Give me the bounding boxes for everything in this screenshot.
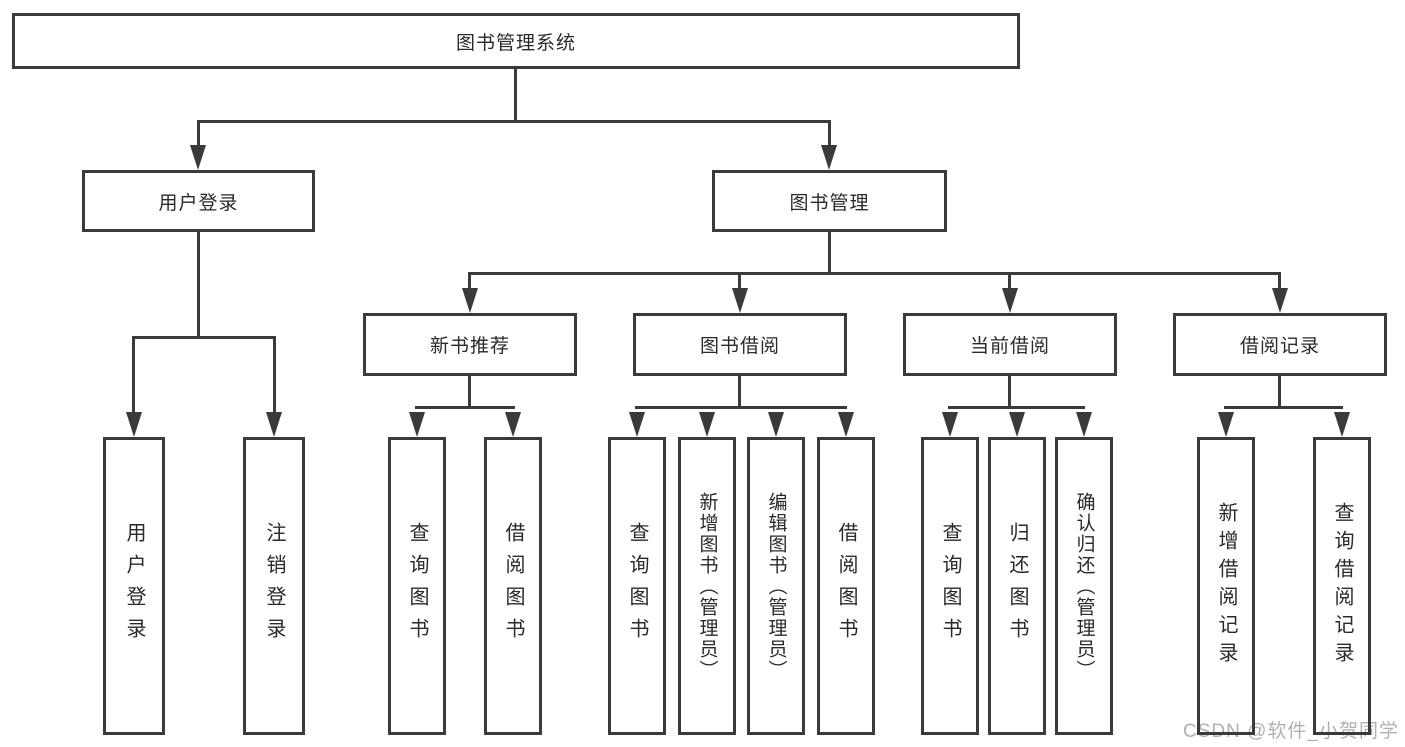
arrowhead-icon xyxy=(409,412,425,437)
leaf-label: 归还图书 xyxy=(1006,522,1028,650)
leaf-query-books-recommend: 查询图书 xyxy=(388,437,446,735)
leaf-query-borrow-record: 查询借阅记录 xyxy=(1313,437,1371,735)
leaf-label: 注销登录 xyxy=(263,522,285,650)
arrowhead-icon xyxy=(629,412,645,437)
connector-root-stem xyxy=(514,69,517,120)
node-root: 图书管理系统 xyxy=(12,13,1020,69)
node-label: 图书借阅 xyxy=(699,336,780,357)
leaf-return-books: 归还图书 xyxy=(988,437,1046,735)
leaf-label: 查询图书 xyxy=(626,522,648,650)
node-label: 新书推荐 xyxy=(429,336,510,357)
leaf-borrow-books-recommend: 借阅图书 xyxy=(484,437,542,735)
connector-stem xyxy=(197,232,200,336)
connector-rail xyxy=(635,406,847,409)
arrowhead-icon xyxy=(1002,288,1018,313)
node-label: 图书管理 xyxy=(789,192,870,214)
leaf-borrow-books: 借阅图书 xyxy=(817,437,875,735)
leaf-label: 确认归还（管理员） xyxy=(1073,491,1095,681)
leaf-edit-books-admin: 编辑图书（管理员） xyxy=(747,437,805,735)
leaf-label: 新增借阅记录 xyxy=(1215,502,1237,670)
leaf-label: 编辑图书（管理员） xyxy=(765,491,787,681)
node-new-book-recommend: 新书推荐 xyxy=(363,313,577,376)
arrowhead-icon xyxy=(126,412,142,437)
leaf-confirm-return-admin: 确认归还（管理员） xyxy=(1055,437,1113,735)
connector-shaft xyxy=(197,120,200,148)
leaf-label: 新增图书（管理员） xyxy=(696,491,718,681)
leaf-label: 借阅图书 xyxy=(835,522,857,650)
connector-rail xyxy=(132,336,275,339)
arrowhead-icon xyxy=(821,145,837,170)
arrowhead-icon xyxy=(266,412,282,437)
arrowhead-icon xyxy=(699,412,715,437)
leaf-user-login: 用户登录 xyxy=(103,437,165,735)
leaf-label: 用户登录 xyxy=(123,522,145,650)
connector-level1-rail xyxy=(197,120,831,123)
connector-shaft xyxy=(1278,272,1281,290)
node-book-borrow: 图书借阅 xyxy=(633,313,847,376)
arrowhead-icon xyxy=(1334,412,1350,437)
leaf-query-books: 查询图书 xyxy=(608,437,666,735)
node-label: 用户登录 xyxy=(158,192,239,214)
connector-shaft xyxy=(132,336,135,413)
leaf-label: 查询借阅记录 xyxy=(1331,502,1353,670)
node-user-login: 用户登录 xyxy=(82,170,315,232)
leaf-label: 借阅图书 xyxy=(502,522,524,650)
connector-rail xyxy=(948,406,1085,409)
node-label: 当前借阅 xyxy=(969,336,1050,357)
connector-stem xyxy=(828,232,831,272)
csdn-watermark: CSDN @软件_小贺同学 xyxy=(1183,721,1399,742)
arrowhead-icon xyxy=(190,145,206,170)
connector-stem xyxy=(1008,376,1011,406)
arrowhead-icon xyxy=(1272,288,1288,313)
leaf-add-borrow-record: 新增借阅记录 xyxy=(1197,437,1255,735)
node-label: 借阅记录 xyxy=(1239,336,1320,357)
node-root-label: 图书管理系统 xyxy=(455,32,576,54)
connector-shaft xyxy=(1008,272,1011,290)
connector-stem xyxy=(738,376,741,406)
connector-stem xyxy=(1278,376,1281,406)
connector-level2-rail xyxy=(468,272,1281,275)
connector-shaft xyxy=(468,272,471,290)
arrowhead-icon xyxy=(838,412,854,437)
arrowhead-icon xyxy=(505,412,521,437)
leaf-query-current: 查询图书 xyxy=(921,437,979,735)
arrowhead-icon xyxy=(462,288,478,313)
arrowhead-icon xyxy=(1218,412,1234,437)
arrowhead-icon xyxy=(732,288,748,313)
connector-rail xyxy=(415,406,515,409)
node-borrow-records: 借阅记录 xyxy=(1173,313,1387,376)
arrowhead-icon xyxy=(1076,412,1092,437)
connector-stem xyxy=(468,376,471,406)
arrowhead-icon xyxy=(768,412,784,437)
connector-rail xyxy=(1224,406,1343,409)
arrowhead-icon xyxy=(1009,412,1025,437)
leaf-label: 查询图书 xyxy=(939,522,961,650)
leaf-logout: 注销登录 xyxy=(243,437,305,735)
node-book-management: 图书管理 xyxy=(712,170,947,232)
leaf-add-books-admin: 新增图书（管理员） xyxy=(678,437,736,735)
leaf-label: 查询图书 xyxy=(406,522,428,650)
connector-shaft xyxy=(738,272,741,290)
node-current-borrow: 当前借阅 xyxy=(903,313,1117,376)
arrowhead-icon xyxy=(942,412,958,437)
connector-shaft xyxy=(828,120,831,148)
connector-shaft xyxy=(273,336,276,413)
